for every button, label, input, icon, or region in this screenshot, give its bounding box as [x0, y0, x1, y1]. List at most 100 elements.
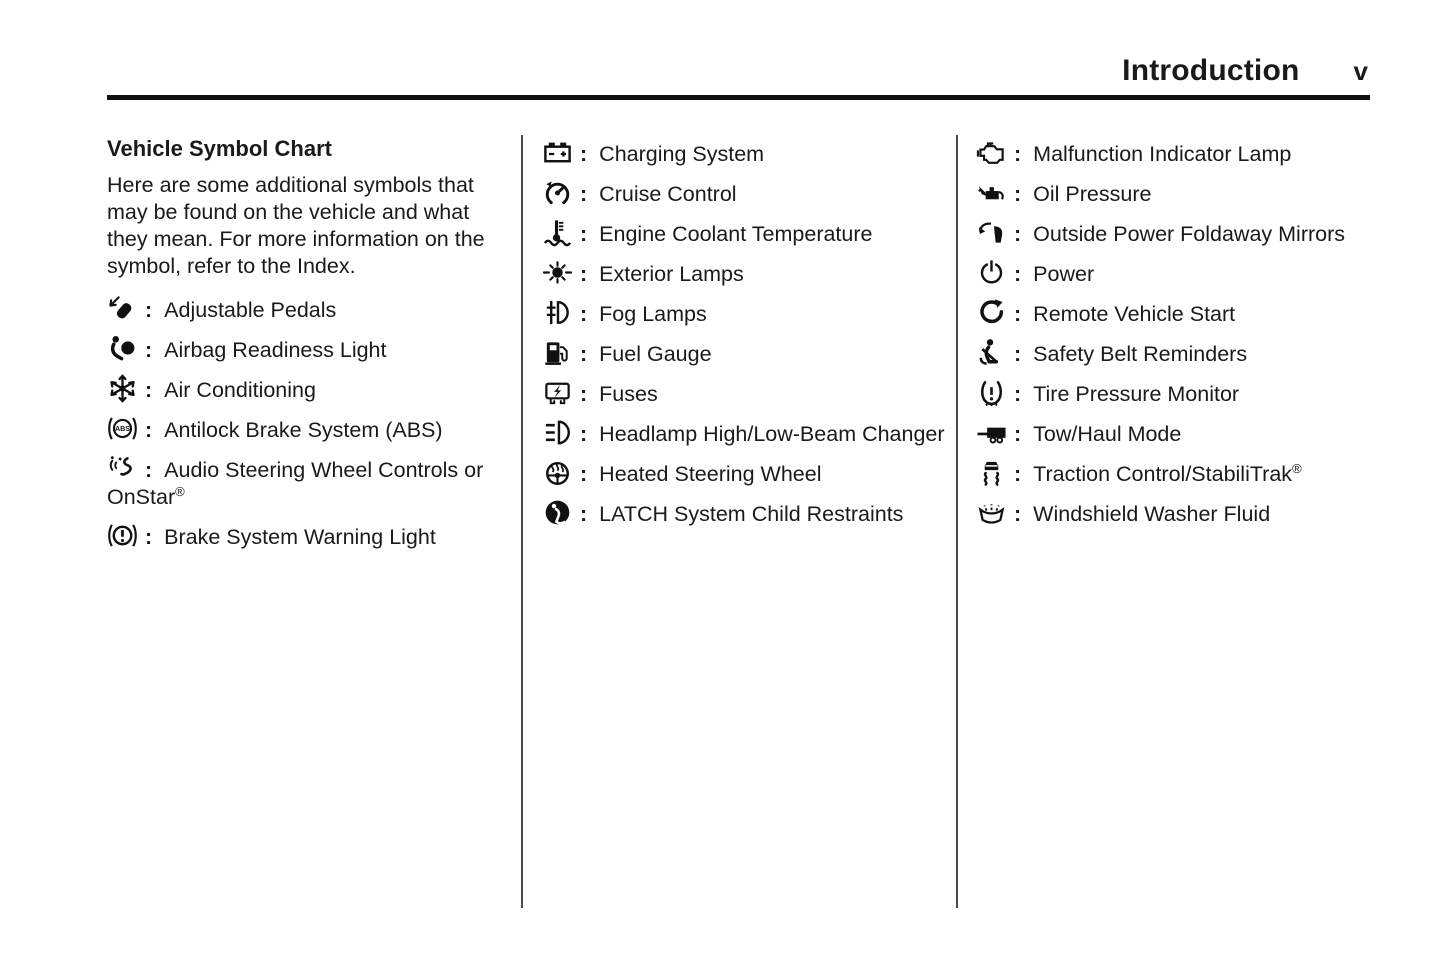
colon-separator: : — [580, 502, 588, 526]
symbol-label: Cruise Control — [599, 182, 737, 206]
symbol-row: : Power — [976, 257, 1370, 288]
colon-separator: : — [145, 378, 153, 402]
power-icon — [976, 257, 1007, 288]
symbol-label: Brake System Warning Light — [164, 525, 436, 549]
fuses-icon — [542, 377, 573, 408]
symbol-label: Remote Vehicle Start — [1033, 302, 1236, 326]
symbol-label: Exterior Lamps — [599, 262, 744, 286]
cruise-control-icon — [542, 177, 573, 208]
symbol-row: :Antilock Brake System (ABS) — [107, 413, 499, 444]
symbol-label: Adjustable Pedals — [164, 298, 337, 322]
symbol-label: Malfunction Indicator Lamp — [1033, 142, 1292, 166]
column-divider-2 — [956, 135, 958, 908]
symbol-label: Audio Steering Wheel Controls or OnStar® — [107, 458, 484, 509]
colon-separator: : — [145, 458, 153, 482]
symbol-label: Windshield Washer Fluid — [1033, 502, 1271, 526]
colon-separator: : — [580, 302, 588, 326]
colon-separator: : — [580, 342, 588, 366]
symbol-list-2: : Charging System: Cruise Control: Engine C… — [542, 137, 956, 528]
colon-separator: : — [580, 222, 588, 246]
colon-separator: : — [580, 142, 588, 166]
column-3: : Malfunction Indicator Lamp: Oil Pressure… — [958, 122, 1370, 946]
symbol-row: : Safety Belt Reminders — [976, 337, 1370, 368]
symbol-label: Engine Coolant Temperature — [599, 222, 873, 246]
symbol-label: Outside Power Foldaway Mirrors — [1033, 222, 1346, 246]
brake-warning-icon — [107, 520, 138, 551]
symbol-label: Heated Steering Wheel — [599, 462, 822, 486]
exterior-lamps-icon — [542, 257, 573, 288]
symbol-row: :Airbag Readiness Light — [107, 333, 499, 364]
colon-separator: : — [145, 418, 153, 442]
symbol-list-1: :Adjustable Pedals:Airbag Readiness Ligh… — [107, 293, 499, 551]
audio-steering-wheel-icon — [107, 453, 138, 484]
symbol-row: :Headlamp High/Low-Beam Changer — [542, 417, 956, 448]
colon-separator: : — [1014, 262, 1022, 286]
foldaway-mirrors-icon — [976, 217, 1007, 248]
colon-separator: : — [145, 525, 153, 549]
symbol-row: : Fuses — [542, 377, 956, 408]
content-columns: Vehicle Symbol Chart Here are some addit… — [107, 122, 1370, 946]
header-rule — [107, 95, 1370, 100]
colon-separator: : — [1014, 302, 1022, 326]
symbol-row: : Oil Pressure — [976, 177, 1370, 208]
colon-separator: : — [580, 462, 588, 486]
symbol-label: Safety Belt Reminders — [1033, 342, 1248, 366]
symbol-row: : Remote Vehicle Start — [976, 297, 1370, 328]
symbol-row: :Fuel Gauge — [542, 337, 956, 368]
colon-separator: : — [580, 382, 588, 406]
heated-steering-wheel-icon — [542, 457, 573, 488]
fuel-gauge-icon — [542, 337, 573, 368]
safety-belt-reminder-icon — [976, 337, 1007, 368]
colon-separator: : — [1014, 502, 1022, 526]
symbol-list-3: : Malfunction Indicator Lamp: Oil Pressure… — [976, 137, 1370, 528]
abs-icon — [107, 413, 138, 444]
colon-separator: : — [1014, 422, 1022, 446]
page-title: Introduction — [1122, 54, 1300, 87]
symbol-row: : Traction Control/StabiliTrak® — [976, 457, 1370, 488]
symbol-label: Fuses — [599, 382, 658, 406]
colon-separator: : — [1014, 462, 1022, 486]
fog-lamps-icon — [542, 297, 573, 328]
colon-separator: : — [580, 262, 588, 286]
registered-trademark: ® — [1292, 460, 1302, 476]
oil-pressure-icon — [976, 177, 1007, 208]
colon-separator: : — [580, 422, 588, 446]
latch-child-restraints-icon — [542, 497, 573, 528]
symbol-row: :Audio Steering Wheel Controls or OnStar… — [107, 453, 499, 511]
symbol-label: Oil Pressure — [1033, 182, 1152, 206]
symbol-row: : Air Conditioning — [107, 373, 499, 404]
tire-pressure-monitor-icon — [976, 377, 1007, 408]
page-number: v — [1353, 56, 1368, 86]
colon-separator: : — [1014, 342, 1022, 366]
symbol-label: Charging System — [599, 142, 765, 166]
symbol-label: Airbag Readiness Light — [164, 338, 387, 362]
column-2: : Charging System: Cruise Control: Engine C… — [523, 122, 956, 946]
section-intro: Here are some additional symbols that ma… — [107, 173, 485, 278]
colon-separator: : — [145, 298, 153, 322]
headlamp-beam-changer-icon — [542, 417, 573, 448]
airbag-readiness-icon — [107, 333, 138, 364]
symbol-label: Tire Pressure Monitor — [1033, 382, 1240, 406]
symbol-row: : Fog Lamps — [542, 297, 956, 328]
symbol-row: : Brake System Warning Light — [107, 520, 499, 551]
remote-vehicle-start-icon — [976, 297, 1007, 328]
symbol-label: Power — [1033, 262, 1095, 286]
colon-separator: : — [1014, 182, 1022, 206]
symbol-label: Traction Control/StabiliTrak® — [1033, 460, 1302, 486]
symbol-row: : Heated Steering Wheel — [542, 457, 956, 488]
page-header: Introduction v — [1122, 54, 1368, 88]
symbol-row: : Engine Coolant Temperature — [542, 217, 956, 248]
registered-trademark: ® — [175, 483, 185, 499]
charging-system-icon — [542, 137, 573, 168]
symbol-label: Fog Lamps — [599, 302, 707, 326]
symbol-label: Air Conditioning — [164, 378, 316, 402]
colon-separator: : — [1014, 382, 1022, 406]
air-conditioning-icon — [107, 373, 138, 404]
colon-separator: : — [1014, 142, 1022, 166]
symbol-label: Tow/Haul Mode — [1033, 422, 1182, 446]
symbol-row: : Windshield Washer Fluid — [976, 497, 1370, 528]
symbol-row: : Charging System — [542, 137, 956, 168]
traction-control-icon — [976, 457, 1007, 488]
colon-separator: : — [580, 182, 588, 206]
malfunction-indicator-icon — [976, 137, 1007, 168]
